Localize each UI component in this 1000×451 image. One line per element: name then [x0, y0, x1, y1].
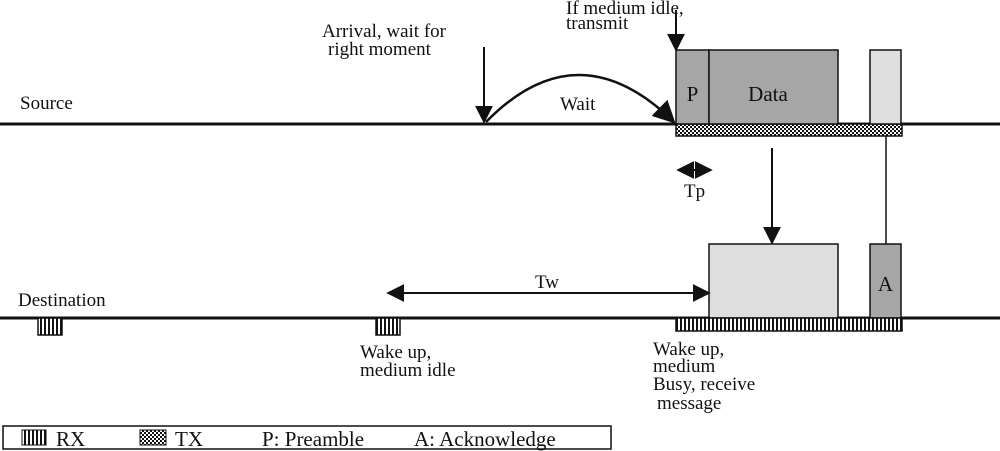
data-block	[708, 49, 839, 125]
arrival-label: Arrival, wait for	[322, 21, 447, 42]
source-label: Source	[20, 93, 73, 114]
rx-bar-2	[375, 317, 401, 336]
legend-rx-label: RX	[56, 427, 85, 451]
arrival-label-2: right moment	[328, 39, 432, 60]
tw-label: Tw	[535, 272, 559, 293]
legend-tx-label: TX	[175, 427, 203, 451]
ack-receive-block	[869, 49, 902, 125]
rx-bar-1	[37, 317, 63, 336]
legend-acknowledge-label: A: Acknowledge	[414, 427, 556, 451]
preamble-block-label: P	[687, 82, 699, 106]
tx-bar	[675, 123, 903, 137]
legend-preamble-label: P: Preamble	[262, 427, 364, 451]
wake-busy-label-2: medium	[653, 356, 715, 377]
ack-block-label: A	[878, 272, 894, 296]
medium-idle-label-2: transmit	[566, 13, 629, 34]
wake-idle-label: Wake up,	[360, 342, 431, 363]
wake-busy-label-4: message	[657, 393, 721, 414]
rx-bar-long	[675, 317, 903, 332]
wake-idle-label-2: medium idle	[360, 360, 456, 381]
medium-idle-label: If medium idle,	[566, 0, 684, 19]
legend-rx-swatch	[21, 429, 47, 446]
destination-label: Destination	[18, 290, 106, 311]
legend: RX TX P: Preamble A: Acknowledge	[2, 425, 612, 451]
legend-tx-swatch	[139, 429, 167, 446]
received-data-block	[708, 243, 839, 319]
tp-label: Tp	[684, 181, 705, 202]
wait-label: Wait	[560, 94, 596, 115]
data-block-label: Data	[748, 82, 788, 106]
preamble-block	[675, 49, 710, 125]
wake-busy-label-3: Busy, receive	[653, 374, 755, 395]
wake-busy-label: Wake up,	[653, 339, 724, 360]
wait-arc	[485, 73, 676, 124]
